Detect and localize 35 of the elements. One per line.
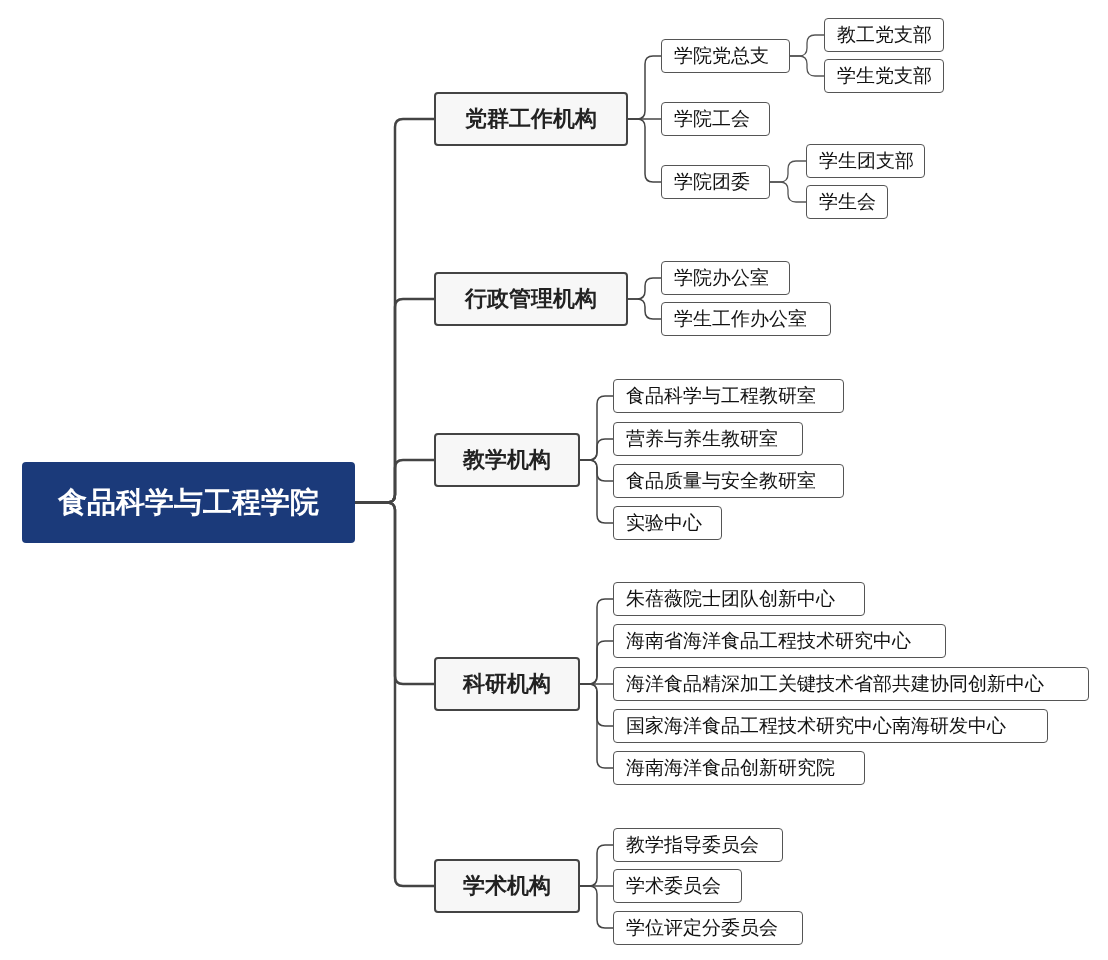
unit-box: 朱蓓薇院士团队创新中心 <box>613 582 865 616</box>
unit-box: 海南省海洋食品工程技术研究中心 <box>613 624 946 658</box>
category-box: 学术机构 <box>434 859 580 913</box>
connector-line <box>579 683 614 769</box>
unit-box: 学院工会 <box>661 102 770 136</box>
connector-line <box>579 459 614 524</box>
connector-line <box>627 298 662 320</box>
connector-line <box>627 118 662 183</box>
unit-box: 学生工作办公室 <box>661 302 831 336</box>
connector-line <box>579 885 614 929</box>
unit-box: 学生团支部 <box>806 144 925 178</box>
unit-box: 食品质量与安全教研室 <box>613 464 844 498</box>
unit-box: 学生会 <box>806 185 888 219</box>
unit-box: 学位评定分委员会 <box>613 911 803 945</box>
unit-box: 食品科学与工程教研室 <box>613 379 844 413</box>
unit-box: 国家海洋食品工程技术研究中心南海研发中心 <box>613 709 1048 743</box>
category-box: 行政管理机构 <box>434 272 628 326</box>
unit-box: 教学指导委员会 <box>613 828 783 862</box>
connector-line <box>789 55 825 77</box>
unit-box: 营养与养生教研室 <box>613 422 803 456</box>
category-box: 科研机构 <box>434 657 580 711</box>
unit-box: 学院团委 <box>661 165 770 199</box>
unit-box: 学术委员会 <box>613 869 742 903</box>
connector-line <box>769 181 807 203</box>
unit-box: 海洋食品精深加工关键技术省部共建协同创新中心 <box>613 667 1089 701</box>
category-box: 党群工作机构 <box>434 92 628 146</box>
unit-box: 实验中心 <box>613 506 722 540</box>
unit-box: 学生党支部 <box>824 59 944 93</box>
unit-box: 海南海洋食品创新研究院 <box>613 751 865 785</box>
root-box: 食品科学与工程学院 <box>22 462 355 543</box>
unit-box: 教工党支部 <box>824 18 944 52</box>
category-box: 教学机构 <box>434 433 580 487</box>
connector-line <box>355 501 434 888</box>
unit-box: 学院办公室 <box>661 261 790 295</box>
unit-box: 学院党总支 <box>661 39 790 73</box>
